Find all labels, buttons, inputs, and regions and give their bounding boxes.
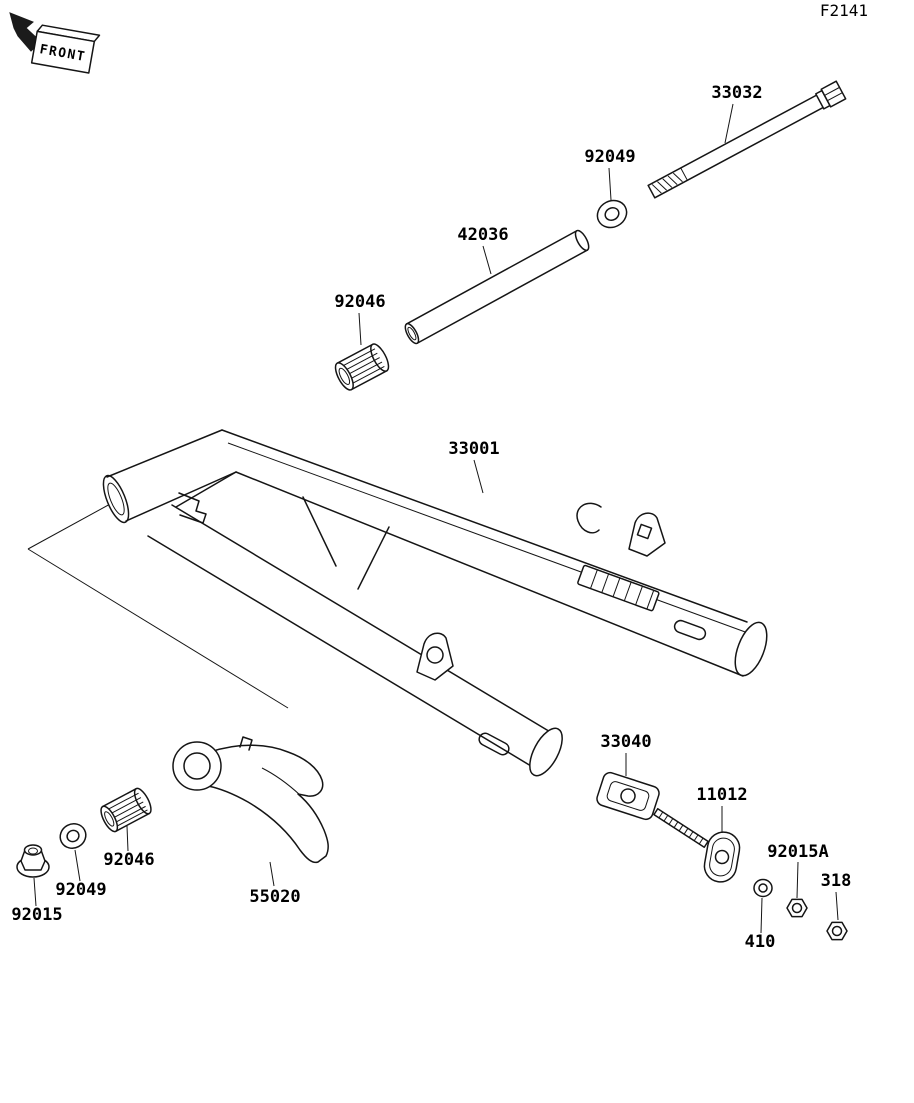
part-labels: 33032 92049 42036 92046 33001 33040 1101…	[11, 83, 851, 952]
washer-92049-bottom-drawing	[59, 823, 87, 849]
part-label-33032: 33032	[711, 83, 762, 103]
part-label-92015: 92015	[11, 905, 62, 925]
plate-11012-drawing	[703, 831, 741, 883]
part-label-318: 318	[821, 871, 852, 891]
chain-slider-55020-drawing	[172, 736, 329, 864]
part-label-92049-top: 92049	[584, 147, 635, 167]
nut-318-drawing	[826, 921, 848, 941]
washer-92049-top-drawing	[596, 199, 628, 229]
swingarm-33001-drawing	[102, 429, 768, 777]
nut-92015a-drawing	[786, 898, 808, 918]
part-label-55020: 55020	[249, 887, 300, 907]
part-label-33001: 33001	[448, 439, 499, 459]
part-label-92049-bottom: 92049	[55, 880, 106, 900]
washer-410-drawing	[753, 878, 773, 898]
part-label-11012: 11012	[696, 785, 747, 805]
part-label-92015a: 92015A	[767, 842, 828, 862]
bushing-92046-bottom-drawing	[100, 787, 152, 833]
figure-code: F2141	[820, 1, 868, 20]
nut-92015-drawing	[16, 844, 50, 878]
axle-bolt-33032-drawing	[647, 80, 847, 199]
part-label-410: 410	[745, 932, 776, 952]
projection-lines	[27, 502, 289, 709]
chain-adjuster-33040-drawing	[596, 771, 709, 849]
part-label-92046-bottom: 92046	[103, 850, 154, 870]
part-label-42036: 42036	[457, 225, 508, 245]
hook-detail	[576, 502, 602, 534]
sleeve-42036-drawing	[404, 229, 590, 345]
part-label-33040: 33040	[600, 732, 651, 752]
leader-lines	[33, 103, 839, 934]
front-direction-flag: FRONT	[9, 12, 101, 74]
bushing-92046-top-drawing	[334, 343, 390, 391]
part-label-92046-top: 92046	[334, 292, 385, 312]
